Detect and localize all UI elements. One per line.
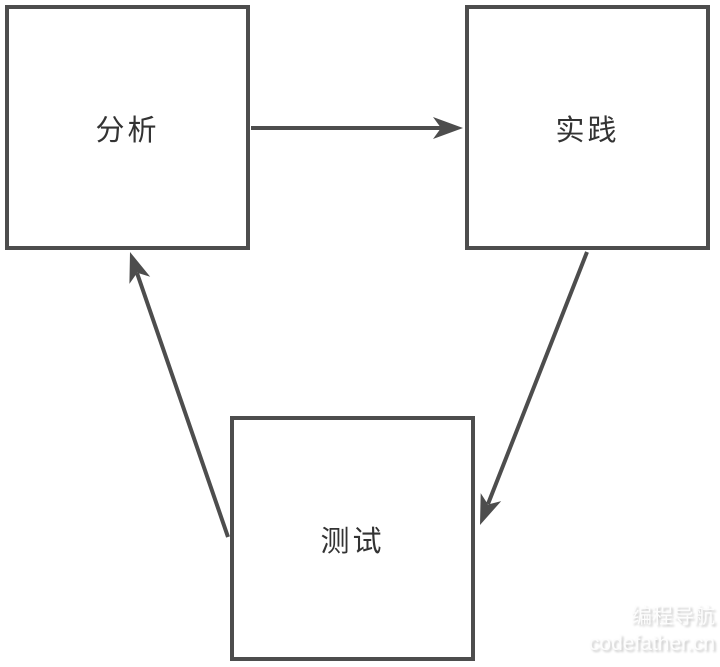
arrowhead-up-left-icon bbox=[129, 252, 151, 284]
watermark-domain-text: codefather.cn bbox=[588, 632, 715, 655]
edge-test-to-analysis bbox=[129, 252, 230, 538]
node-test-label: 测试 bbox=[320, 525, 385, 558]
arrowhead-down-left-icon bbox=[480, 493, 502, 525]
watermark-brand-text: 编程导航 bbox=[631, 605, 715, 628]
edge-practice-to-test bbox=[480, 251, 589, 525]
node-practice: 实践 bbox=[465, 5, 710, 250]
watermark: 编程导航 codefather.cn bbox=[589, 603, 715, 657]
arrowhead-right-icon bbox=[433, 117, 463, 139]
node-analysis-label: 分析 bbox=[95, 114, 160, 147]
node-test: 测试 bbox=[230, 416, 475, 661]
node-analysis: 分析 bbox=[5, 5, 250, 250]
edge-analysis-to-practice bbox=[251, 117, 463, 139]
node-practice-label: 实践 bbox=[555, 114, 620, 147]
